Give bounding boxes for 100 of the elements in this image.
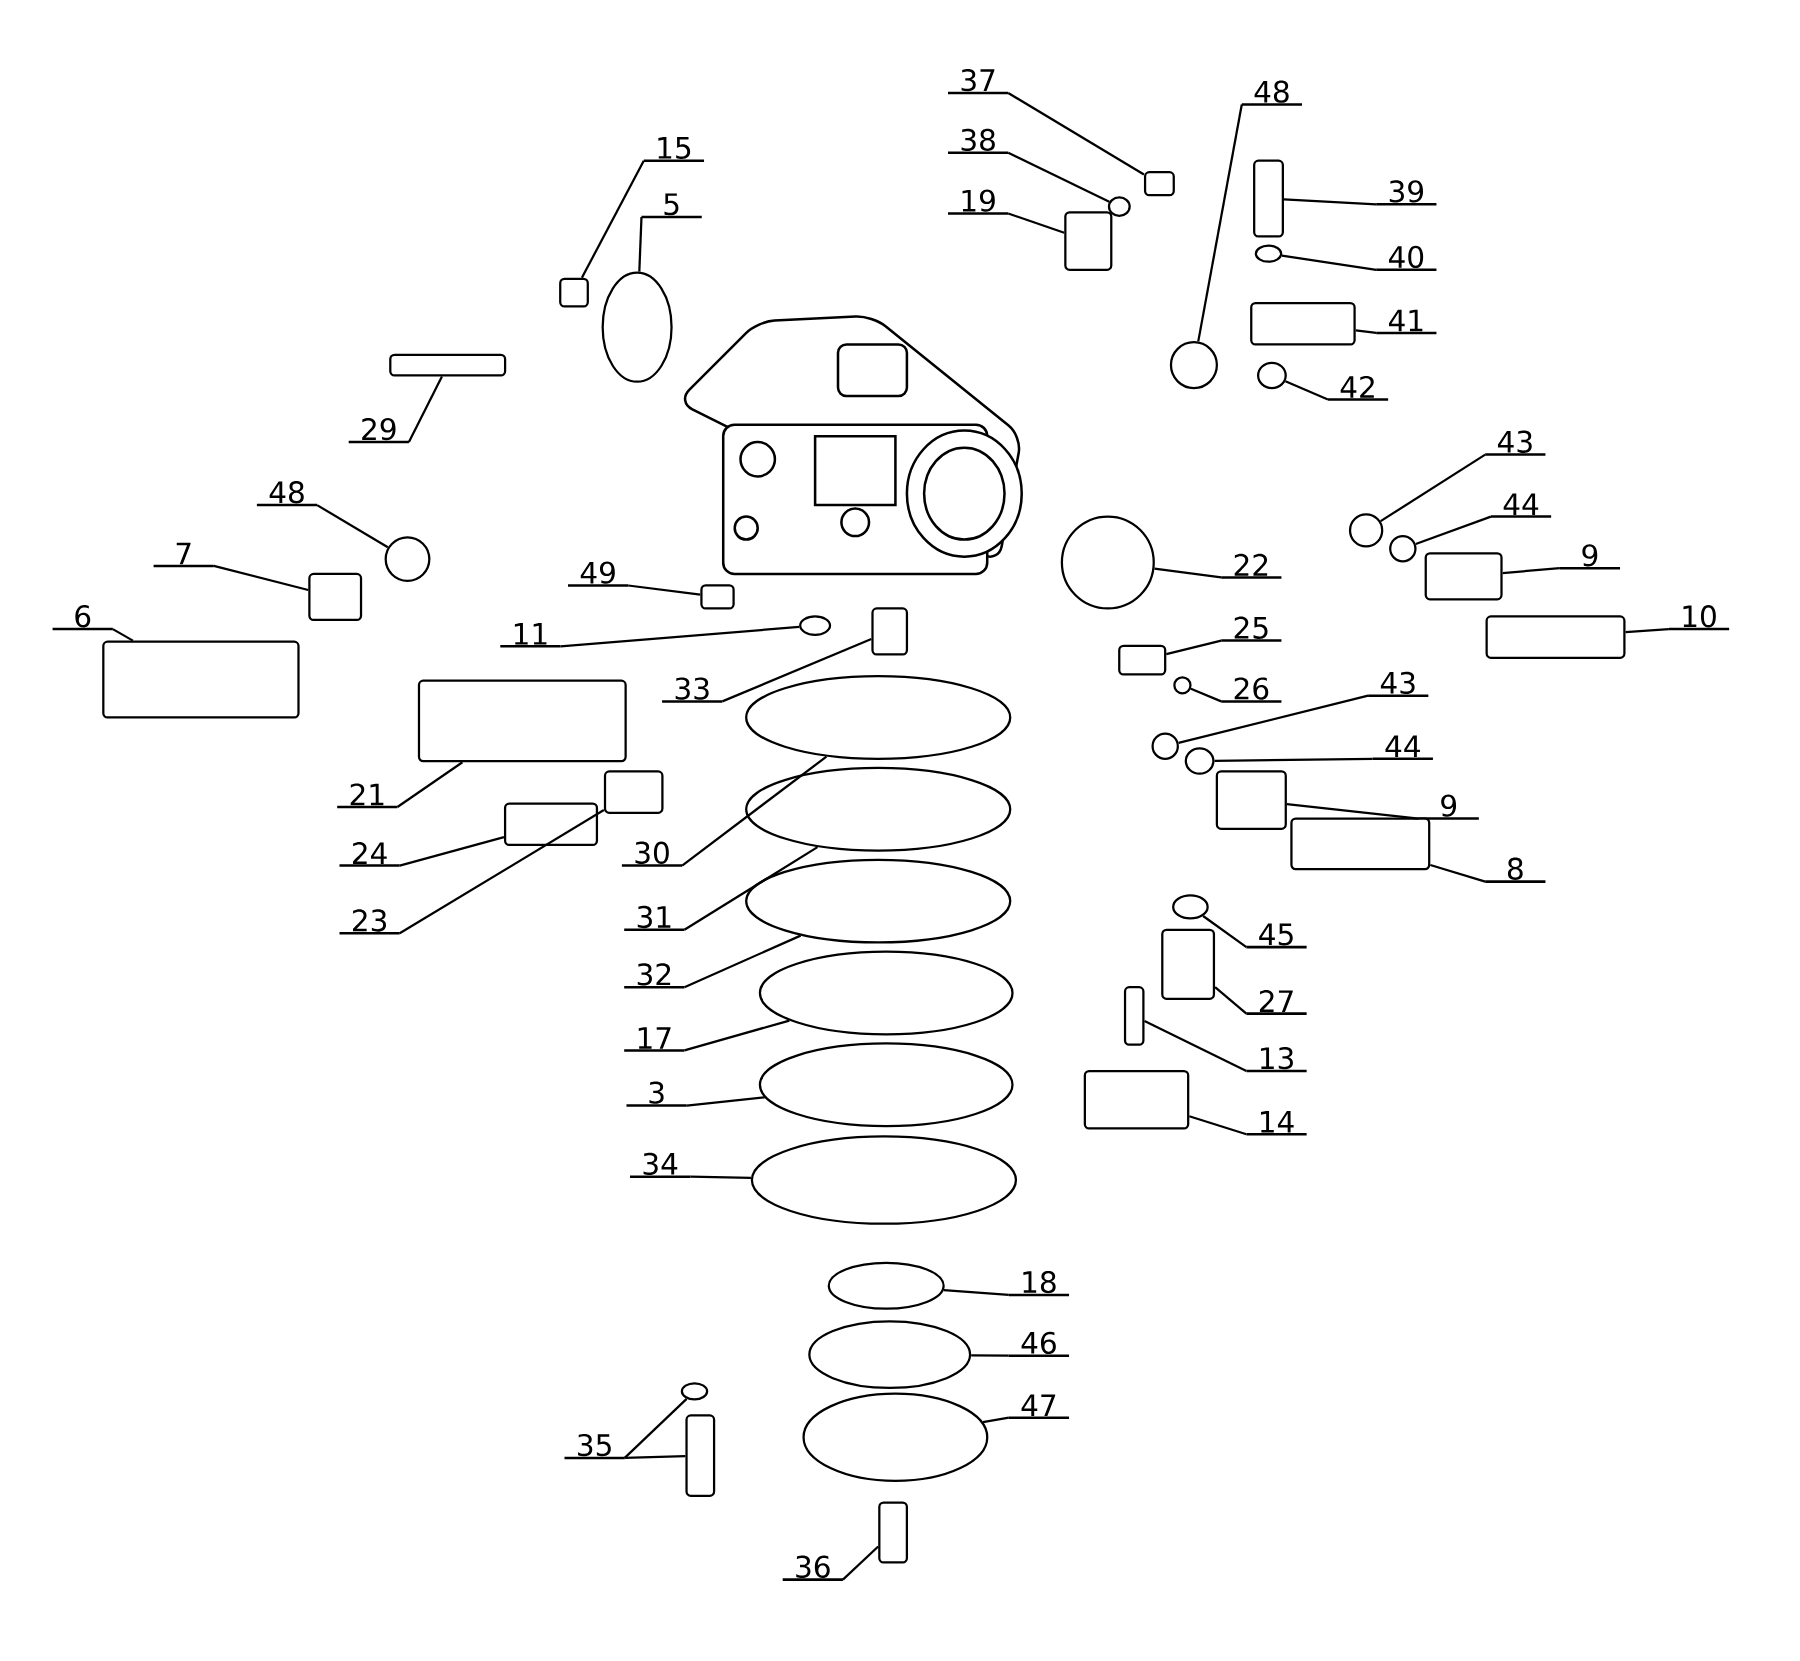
callout-number: 3 bbox=[626, 1081, 687, 1107]
gasket-drawing bbox=[758, 950, 1014, 1036]
spring-drawing bbox=[1118, 644, 1167, 676]
leader-line bbox=[681, 755, 828, 867]
valve-drawing bbox=[1161, 928, 1216, 1000]
callout-number: 7 bbox=[153, 542, 214, 568]
leader-line bbox=[638, 216, 643, 272]
leader-line bbox=[407, 376, 443, 443]
callout-number: 41 bbox=[1376, 309, 1437, 335]
callout-number: 30 bbox=[621, 841, 683, 867]
leader-line bbox=[112, 628, 134, 642]
callout-number: 44 bbox=[1490, 493, 1552, 518]
spring-drawing bbox=[1123, 986, 1145, 1046]
leader-line bbox=[1197, 104, 1243, 342]
callout-number: 14 bbox=[1246, 1111, 1307, 1136]
leader-line bbox=[580, 160, 645, 279]
callout-number: 49 bbox=[568, 561, 629, 587]
washer-drawing bbox=[1172, 894, 1209, 920]
leader-line bbox=[971, 1354, 1009, 1357]
gasket-drawing bbox=[745, 675, 1012, 760]
callout-number: 9 bbox=[1559, 544, 1621, 570]
bushing-drawing bbox=[1348, 513, 1384, 548]
screw-drawing bbox=[503, 802, 599, 846]
callout-number: 15 bbox=[643, 137, 705, 162]
needle-drawing bbox=[1290, 817, 1431, 871]
callout-number: 42 bbox=[1327, 375, 1389, 401]
callout-number: 31 bbox=[624, 905, 685, 932]
leader-line bbox=[1007, 151, 1110, 203]
cover-drawing bbox=[802, 1392, 989, 1482]
washer-drawing bbox=[1184, 747, 1215, 775]
callout-number: 8 bbox=[1485, 857, 1546, 883]
bushing-drawing bbox=[1169, 341, 1218, 390]
disc-drawing bbox=[1060, 515, 1155, 610]
leader-line bbox=[1190, 687, 1222, 703]
leader-line bbox=[1202, 915, 1248, 949]
callout-number: 24 bbox=[339, 842, 400, 867]
leader-line bbox=[1214, 757, 1373, 763]
callout-number: 44 bbox=[1372, 735, 1433, 761]
diaphragm-drawing bbox=[745, 766, 1012, 852]
washer-drawing bbox=[1389, 534, 1417, 563]
callout-number: 21 bbox=[337, 783, 398, 809]
callout-number: 36 bbox=[782, 1555, 843, 1581]
callout-number: 40 bbox=[1376, 245, 1437, 272]
callout-number: 32 bbox=[624, 963, 685, 989]
bushing-drawing bbox=[384, 536, 431, 583]
needle-drawing bbox=[1485, 615, 1626, 659]
bracket-drawing bbox=[1064, 211, 1113, 271]
leader-line bbox=[1188, 1115, 1247, 1136]
spring-drawing bbox=[308, 572, 363, 621]
nut-drawing bbox=[1257, 361, 1287, 390]
plate-drawing bbox=[1250, 301, 1356, 346]
screw-drawing bbox=[700, 584, 735, 610]
leader-line bbox=[213, 564, 309, 592]
callout-number: 46 bbox=[1008, 1331, 1070, 1357]
pin-drawing bbox=[389, 353, 507, 377]
leader-line bbox=[1355, 329, 1377, 334]
callout-number: 34 bbox=[630, 1152, 691, 1178]
leader-line bbox=[623, 1398, 688, 1459]
leader-line bbox=[1415, 515, 1492, 546]
washer-drawing bbox=[680, 1382, 709, 1401]
washer-drawing bbox=[799, 615, 832, 636]
callout-number: 43 bbox=[1485, 430, 1546, 456]
callout-number: 43 bbox=[1368, 671, 1429, 697]
leader-line bbox=[1286, 802, 1419, 820]
spring-drawing bbox=[603, 770, 664, 814]
leader-line bbox=[1007, 212, 1065, 234]
leader-line bbox=[690, 1175, 751, 1179]
callout-number: 33 bbox=[662, 677, 723, 703]
callout-number: 23 bbox=[339, 909, 400, 935]
callout-number: 29 bbox=[348, 418, 409, 444]
plate-drawing bbox=[745, 858, 1012, 944]
leader-line bbox=[683, 846, 819, 931]
callout-number: 27 bbox=[1246, 990, 1307, 1015]
washer-drawing bbox=[1254, 244, 1283, 263]
cover-drawing bbox=[750, 1135, 1018, 1225]
leader-line bbox=[1285, 380, 1329, 401]
callout-number: 19 bbox=[948, 189, 1009, 215]
callout-number: 11 bbox=[500, 623, 561, 648]
leader-line bbox=[396, 761, 464, 808]
callout-number: 39 bbox=[1376, 180, 1437, 206]
leader-line bbox=[399, 836, 505, 867]
leader-line bbox=[1007, 92, 1145, 176]
leader-line bbox=[1281, 254, 1377, 271]
lever-drawing bbox=[102, 640, 300, 719]
ball-drawing bbox=[1173, 676, 1192, 695]
lever-drawing bbox=[1083, 1069, 1190, 1130]
callout-number: 22 bbox=[1221, 553, 1282, 579]
nut-drawing bbox=[871, 607, 909, 656]
screw-drawing bbox=[685, 1414, 716, 1497]
callout-number: 47 bbox=[1008, 1394, 1070, 1419]
leader-line bbox=[1283, 198, 1377, 206]
callout-number: 18 bbox=[1008, 1270, 1070, 1297]
leader-line bbox=[1625, 628, 1669, 634]
lever-drawing bbox=[417, 679, 627, 763]
valve-drawing bbox=[827, 1261, 945, 1310]
leader-line bbox=[982, 1416, 1009, 1424]
screw-drawing bbox=[559, 277, 589, 308]
callout-number: 35 bbox=[564, 1433, 625, 1460]
leader-line bbox=[842, 1545, 879, 1581]
callout-number: 10 bbox=[1668, 605, 1730, 631]
